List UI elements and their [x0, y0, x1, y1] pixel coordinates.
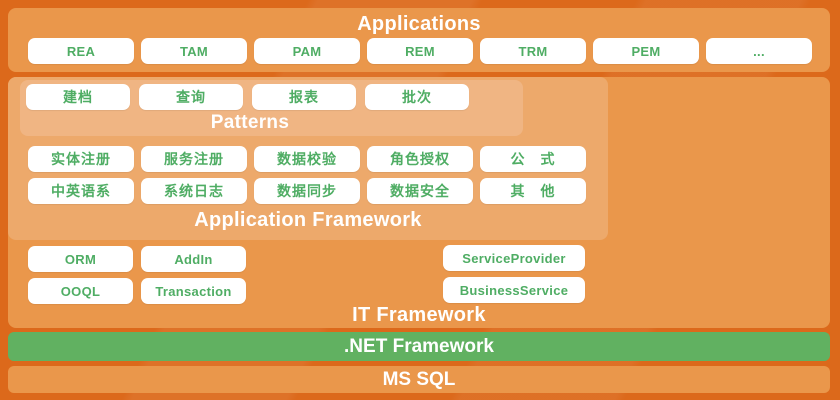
it-framework-left-row2: OOQL Transaction — [28, 278, 246, 304]
it-button-businessservice[interactable]: BusinessService — [443, 277, 585, 303]
pattern-button-batch[interactable]: 批次 — [365, 84, 469, 110]
applications-button-row: REA TAM PAM REM TRM PEM ... — [28, 38, 812, 64]
it-button-serviceprovider[interactable]: ServiceProvider — [443, 245, 585, 271]
module-button-data-sync[interactable]: 数据同步 — [254, 178, 360, 204]
module-button-formula[interactable]: 公 式 — [480, 146, 586, 172]
application-framework-panel: 建档 查询 报表 批次 Patterns 实体注册 服务注册 数据校验 角色授权… — [8, 77, 608, 240]
it-button-transaction[interactable]: Transaction — [141, 278, 246, 304]
it-framework-title: IT Framework — [352, 304, 486, 326]
app-button-more[interactable]: ... — [706, 38, 812, 64]
it-button-ooql[interactable]: OOQL — [28, 278, 133, 304]
application-framework-row2: 中英语系 系统日志 数据同步 数据安全 其 他 — [28, 178, 586, 204]
app-button-pem[interactable]: PEM — [593, 38, 699, 64]
applications-title: Applications — [357, 13, 481, 35]
module-button-bilingual[interactable]: 中英语系 — [28, 178, 134, 204]
module-button-service-registration[interactable]: 服务注册 — [141, 146, 247, 172]
module-button-system-log[interactable]: 系统日志 — [141, 178, 247, 204]
it-button-orm[interactable]: ORM — [28, 246, 133, 272]
it-framework-panel: 建档 查询 报表 批次 Patterns 实体注册 服务注册 数据校验 角色授权… — [8, 77, 830, 328]
pattern-button-filing[interactable]: 建档 — [26, 84, 130, 110]
patterns-title: Patterns — [210, 112, 290, 133]
application-framework-row1: 实体注册 服务注册 数据校验 角色授权 公 式 — [28, 146, 586, 172]
app-button-rem[interactable]: REM — [367, 38, 473, 64]
application-framework-title: Application Framework — [194, 209, 422, 231]
module-button-role-authorization[interactable]: 角色授权 — [367, 146, 473, 172]
patterns-panel: 建档 查询 报表 批次 Patterns — [20, 80, 523, 136]
mssql-bar: MS SQL — [8, 366, 830, 393]
it-button-addin[interactable]: AddIn — [141, 246, 246, 272]
pattern-button-report[interactable]: 报表 — [252, 84, 356, 110]
it-framework-left-row1: ORM AddIn — [28, 246, 246, 272]
app-button-tam[interactable]: TAM — [141, 38, 247, 64]
module-button-entity-registration[interactable]: 实体注册 — [28, 146, 134, 172]
it-framework-right-column: ServiceProvider BusinessService — [443, 245, 585, 303]
module-button-data-security[interactable]: 数据安全 — [367, 178, 473, 204]
pattern-button-query[interactable]: 查询 — [139, 84, 243, 110]
module-button-other[interactable]: 其 他 — [480, 178, 586, 204]
app-button-pam[interactable]: PAM — [254, 38, 360, 64]
app-button-trm[interactable]: TRM — [480, 38, 586, 64]
applications-panel: Applications REA TAM PAM REM TRM PEM ... — [8, 8, 830, 72]
patterns-button-row: 建档 查询 报表 批次 — [26, 84, 469, 110]
module-button-data-validation[interactable]: 数据校验 — [254, 146, 360, 172]
dotnet-framework-bar: .NET Framework — [8, 332, 830, 361]
app-button-rea[interactable]: REA — [28, 38, 134, 64]
